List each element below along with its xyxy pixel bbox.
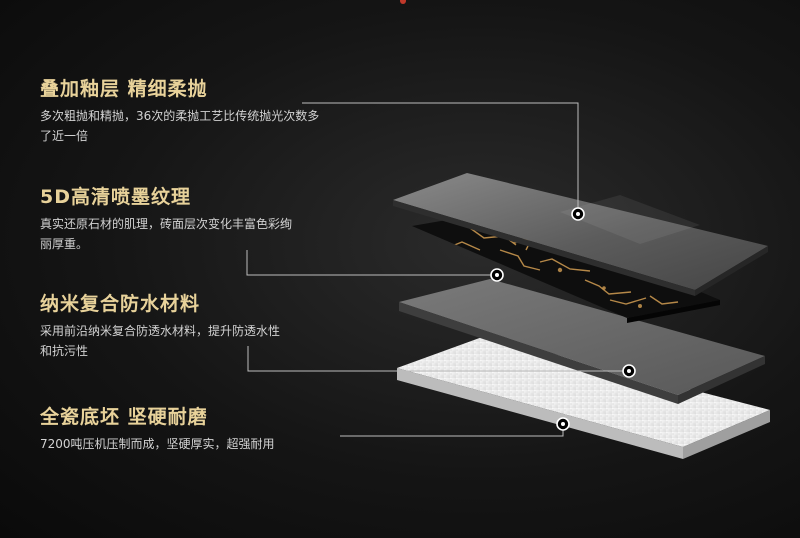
feature-ceramic-body: 全瓷底坯 坚硬耐磨 7200吨压机压制而成，坚硬厚实，超强耐用 (40, 406, 330, 454)
marker-dot-waterproof (622, 364, 636, 378)
feature-description: 多次粗抛和精抛，36次的柔抛工艺比传统抛光次数多了近一倍 (40, 109, 320, 143)
feature-description: 真实还原石材的肌理，砖面层次变化丰富色彩绚丽厚重。 (40, 217, 293, 251)
ink-texture-layer (412, 210, 720, 323)
feature-title: 叠加釉层 精细柔抛 (40, 78, 208, 100)
leader-line-glaze (302, 102, 579, 214)
marker-dot-body (556, 417, 570, 431)
glaze-layer (393, 173, 768, 296)
marker-dots (490, 207, 636, 431)
feature-title: 5D高清喷墨纹理 (40, 186, 191, 208)
feature-glaze: 叠加釉层 精细柔抛 多次粗抛和精抛，36次的柔抛工艺比传统抛光次数多了近一倍 (40, 78, 330, 146)
feature-title: 纳米复合防水材料 (40, 293, 201, 315)
body-layer (397, 336, 770, 459)
feature-title: 全瓷底坯 坚硬耐磨 (40, 406, 208, 428)
leader-lines (246, 102, 629, 437)
top-accent-mark (400, 0, 406, 4)
feature-description: 采用前沿纳米复合防透水材料，提升防透水性和抗污性 (40, 324, 281, 358)
leader-line-body (340, 424, 564, 437)
leader-line-ink (246, 250, 497, 276)
leader-line-waterproof (247, 346, 629, 372)
marker-dot-glaze (571, 207, 585, 221)
marker-dot-ink (490, 268, 504, 282)
feature-waterproof: 纳米复合防水材料 采用前沿纳米复合防透水材料，提升防透水性和抗污性 (40, 293, 280, 361)
waterproof-layer (399, 279, 765, 404)
feature-description: 7200吨压机压制而成，坚硬厚实，超强耐用 (40, 437, 275, 451)
feature-ink-texture: 5D高清喷墨纹理 真实还原石材的肌理，砖面层次变化丰富色彩绚丽厚重。 (40, 186, 302, 254)
